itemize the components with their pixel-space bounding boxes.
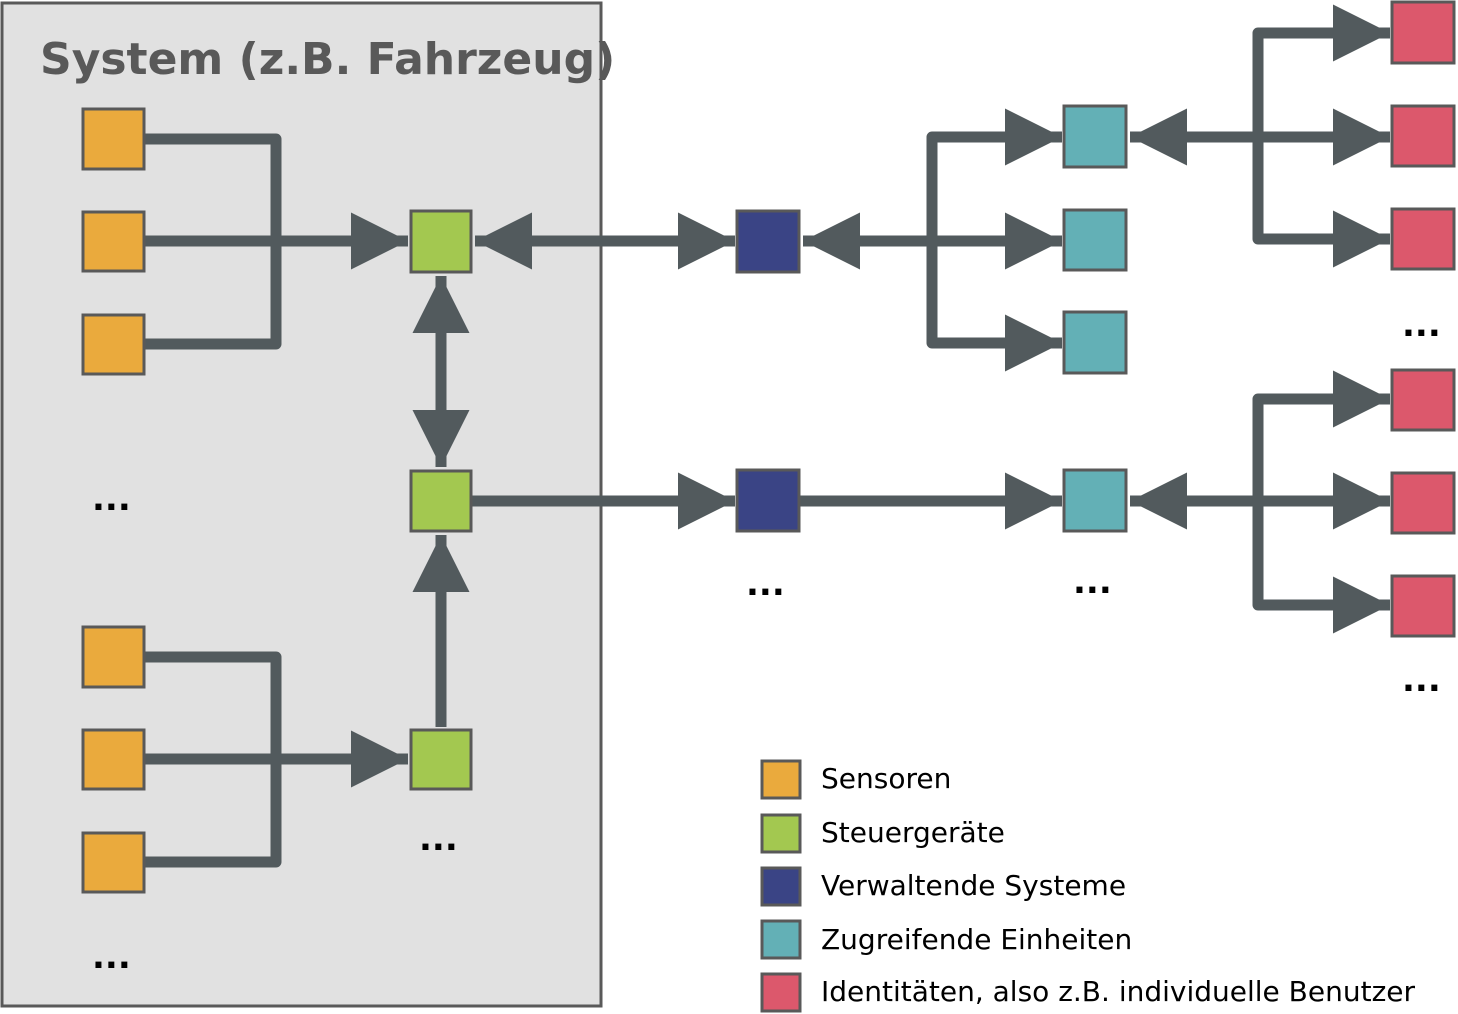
legend-swatch-controllers [760,813,802,854]
ellipses: ... ... ... ... ... ... ... [92,305,1441,977]
legend-swatch-accessing-units [760,919,802,960]
legend-item-controllers: Steuergeräte [760,813,1005,854]
accessing-unit-node [1062,468,1128,533]
connectors [145,4,1390,868]
ellipsis-controllers: ... [419,819,458,859]
ellipsis-identities-1: ... [1402,305,1441,345]
legend-label-sensors: Sensoren [821,762,951,795]
legend-item-accessing-units: Zugreifende Einheiten [760,919,1132,960]
legend-item-identities: Identitäten, also z.B. individuelle Benu… [760,972,1416,1013]
identity-node [1390,471,1456,535]
connector-managing1-branch-bottom [926,241,1062,372]
identity-node [1390,104,1456,168]
connector-identities2-branch-top [1252,370,1390,501]
connector-identities2-branch-bottom [1252,501,1390,634]
sensor-node [81,210,146,273]
ellipsis-sensors-middle: ... [92,479,131,519]
legend-swatch-identities [760,972,802,1013]
accessing-unit-node [1062,310,1128,375]
legend-swatch-sensors [760,759,802,800]
legend-label-managing-systems: Verwaltende Systeme [821,869,1126,902]
legend-label-identities: Identitäten, also z.B. individuelle Benu… [821,975,1416,1008]
system-title: System (z.B. Fahrzeug) [40,34,615,85]
legend-item-managing-systems: Verwaltende Systeme [760,866,1126,907]
connector-identities1-branch-bottom [1252,137,1390,268]
managing-system-node [735,468,801,533]
managing-system-node [735,209,801,274]
legend-label-accessing-units: Zugreifende Einheiten [821,923,1132,956]
connector-managing1-branch-top [926,108,1062,241]
sensor-node [81,831,146,894]
controller-node [409,469,473,533]
identity-node [1390,368,1456,432]
legend-item-sensors: Sensoren [760,759,951,800]
identity-node [1390,0,1456,65]
controller-node [409,728,473,791]
sensor-node [81,107,146,171]
identity-node [1390,574,1456,638]
sensor-node [81,625,146,689]
ellipsis-sensors-bottom: ... [92,937,131,977]
accessing-unit-node [1062,104,1128,169]
identity-node [1390,207,1456,271]
ellipsis-identities-2: ... [1402,660,1441,700]
legend-label-controllers: Steuergeräte [821,816,1005,849]
sensor-node [81,313,146,376]
connector-identities1-branch-top [1252,4,1390,137]
controller-node [409,209,473,274]
legend-swatch-managing-systems [760,866,802,907]
nodes [81,0,1456,894]
legend: Sensoren Steuergeräte Verwaltende System… [760,759,1416,1013]
accessing-unit-node [1062,208,1128,272]
ellipsis-managing-systems: ... [746,564,785,604]
sensor-node [81,728,146,791]
ellipsis-accessing-units: ... [1073,562,1112,602]
